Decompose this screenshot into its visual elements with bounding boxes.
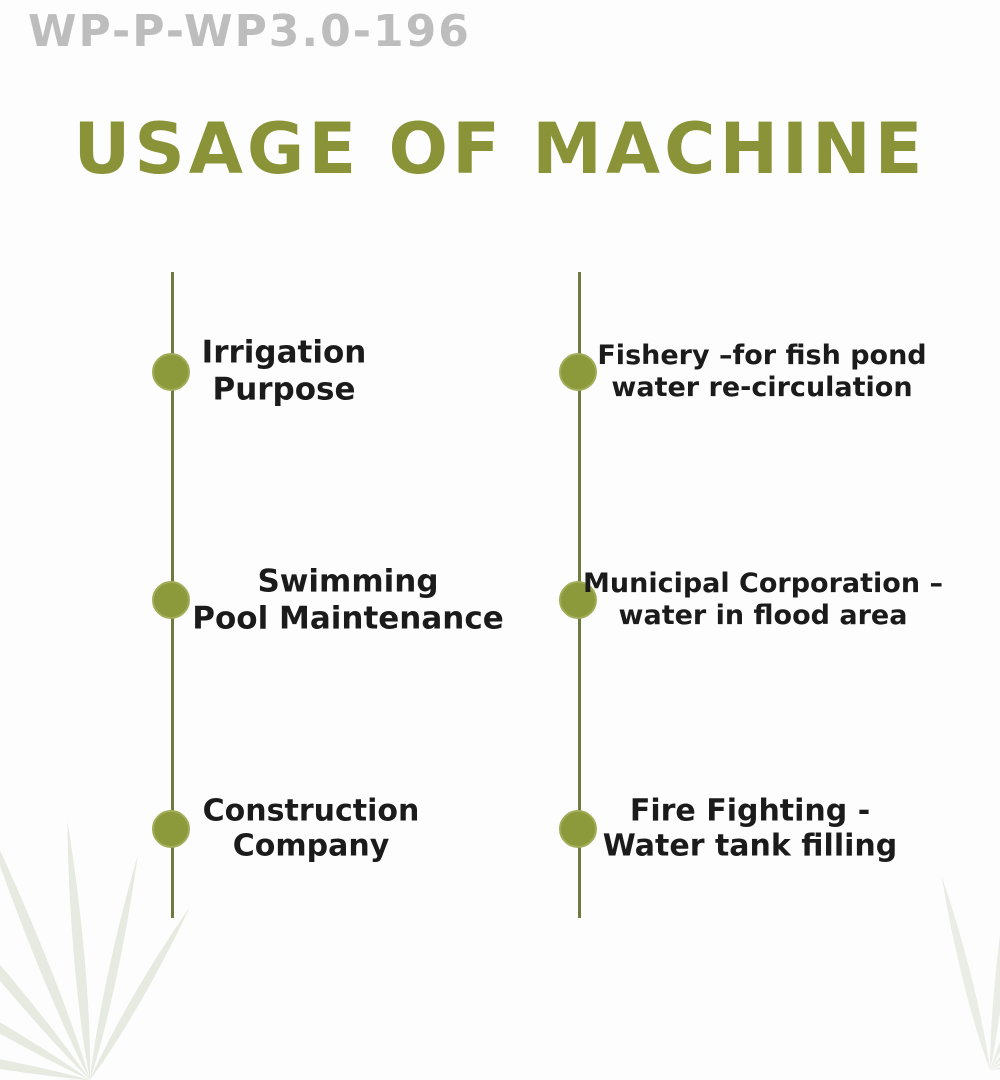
usage-item-line: Construction [202,793,420,829]
usage-item-line: Irrigation [201,334,367,371]
timeline-dot [152,581,190,619]
usage-item-line: Municipal Corporation – [583,568,943,600]
palm-leaves-icon [941,841,1000,1070]
usage-item-irrigation: Irrigation Purpose [202,334,367,407]
usage-item-municipal: Municipal Corporation – water in flood a… [583,568,943,632]
palm-leaves-icon [0,811,190,1080]
page-title: USAGE OF MACHINE [73,108,927,190]
usage-item-line: Pool Maintenance [192,600,504,636]
usage-item-line: water in flood area [618,600,908,631]
usage-item-fire-fighting: Fire Fighting - Water tank filling [603,794,897,865]
usage-item-line: Company [232,829,390,864]
timeline-dot [152,353,190,391]
usage-item-line: water re-circulation [611,372,913,403]
timeline-dot [559,810,597,848]
usage-item-construction: Construction Company [203,794,420,865]
infographic-canvas: WP-P-WP3.0-196 USAGE OF MACHINE Irrigati… [0,6,1000,1080]
usage-item-line: Swimming [257,563,439,600]
usage-item-line: Fishery –for fish pond [597,340,927,372]
usage-item-line: Water tank filling [602,829,898,864]
product-code: WP-P-WP3.0-196 [28,6,471,57]
timeline-dot [559,353,597,391]
usage-item-line: Fire Fighting - [629,793,871,829]
timeline-dot [152,810,190,848]
usage-item-swimming-pool: Swimming Pool Maintenance [192,563,504,636]
timeline-dot [559,581,597,619]
usage-item-line: Purpose [212,371,356,407]
usage-item-fishery: Fishery –for fish pond water re-circulat… [597,340,926,404]
